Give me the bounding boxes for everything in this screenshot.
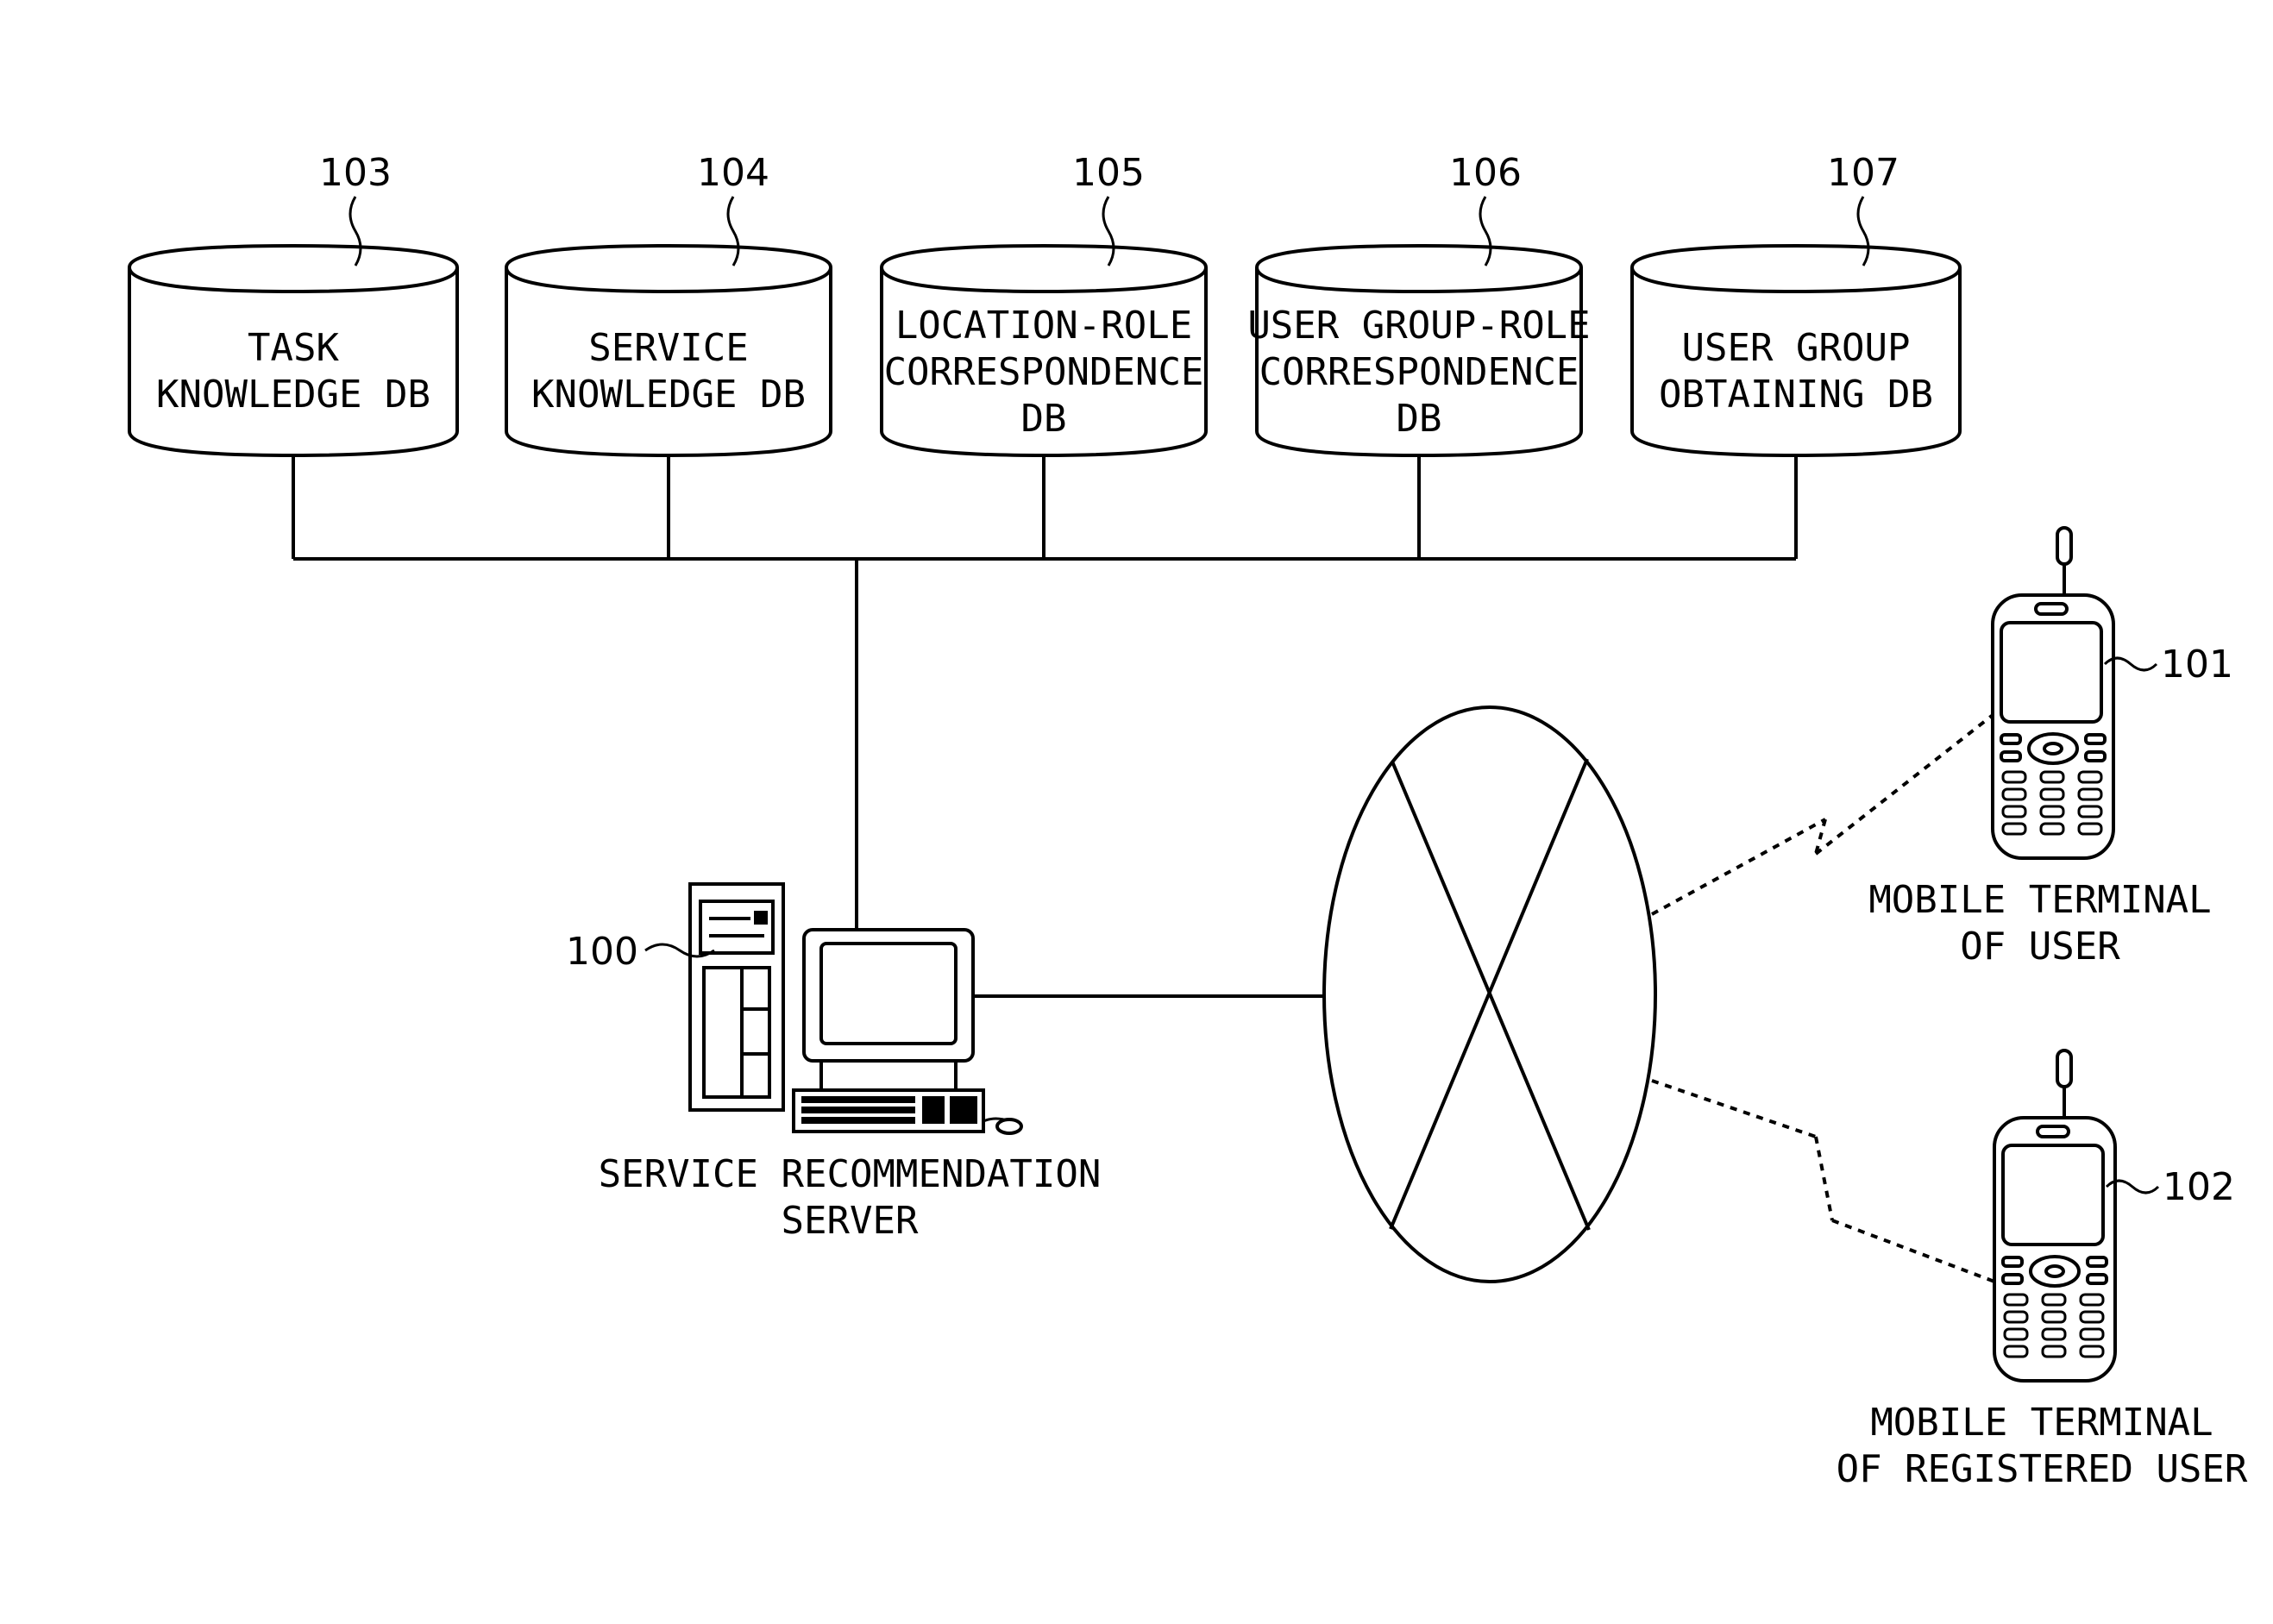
network-cloud [1324,707,1655,1282]
database-user-group-role: 106 USER GROUP-ROLE CORRESPONDENCE DB [1247,151,1590,455]
ref-number-103: 103 [319,151,392,195]
db-label-line-3: DB [1021,397,1067,441]
db-label-line-2: KNOWLEDGE DB [156,373,430,417]
terminal-label-line-1: MOBILE TERMINAL [1868,878,2211,922]
ref-number-106: 106 [1449,151,1522,195]
ref-number-102: 102 [2163,1165,2235,1209]
terminal-label-line-2: OF USER [1960,925,2120,969]
ref-number-107: 107 [1827,151,1899,195]
database-location-role: 105 LOCATION-ROLE CORRESPONDENCE DB [882,151,1206,455]
db-label-line-1: SERVICE [588,326,748,370]
db-label-line-2: KNOWLEDGE DB [531,373,806,417]
ref-number-100: 100 [566,930,638,974]
terminal-label-line-2: OF REGISTERED USER [1837,1447,2248,1491]
db-label-line-1: USER GROUP [1682,326,1911,370]
ref-number-104: 104 [697,151,769,195]
mobile-phone-icon-102 [1994,1050,2115,1381]
db-label-line-1: TASK [248,326,339,370]
db-label-line-1: USER GROUP-ROLE [1247,304,1590,348]
database-task-knowledge: 103 TASK KNOWLEDGE DB [129,151,457,455]
terminal-label-line-1: MOBILE TERMINAL [1870,1401,2213,1445]
ref-number-105: 105 [1072,151,1145,195]
db-label-line-2: OBTAINING DB [1659,373,1933,417]
wireless-link-102 [1652,1081,2008,1287]
server-label-line-1: SERVICE RECOMMENDATION [599,1152,1102,1196]
database-user-group-obtaining: 107 USER GROUP OBTAINING DB [1632,151,1960,455]
db-label-line-3: DB [1397,397,1442,441]
database-service-knowledge: 104 SERVICE KNOWLEDGE DB [506,151,831,455]
mobile-phone-icon-101 [1993,528,2113,858]
db-label-line-1: LOCATION-ROLE [895,304,1192,348]
db-label-line-2: CORRESPONDENCE [884,350,1204,394]
server-label-line-2: SERVER [782,1199,919,1243]
db-label-line-2: CORRESPONDENCE [1259,350,1579,394]
ref-number-101: 101 [2161,643,2233,687]
